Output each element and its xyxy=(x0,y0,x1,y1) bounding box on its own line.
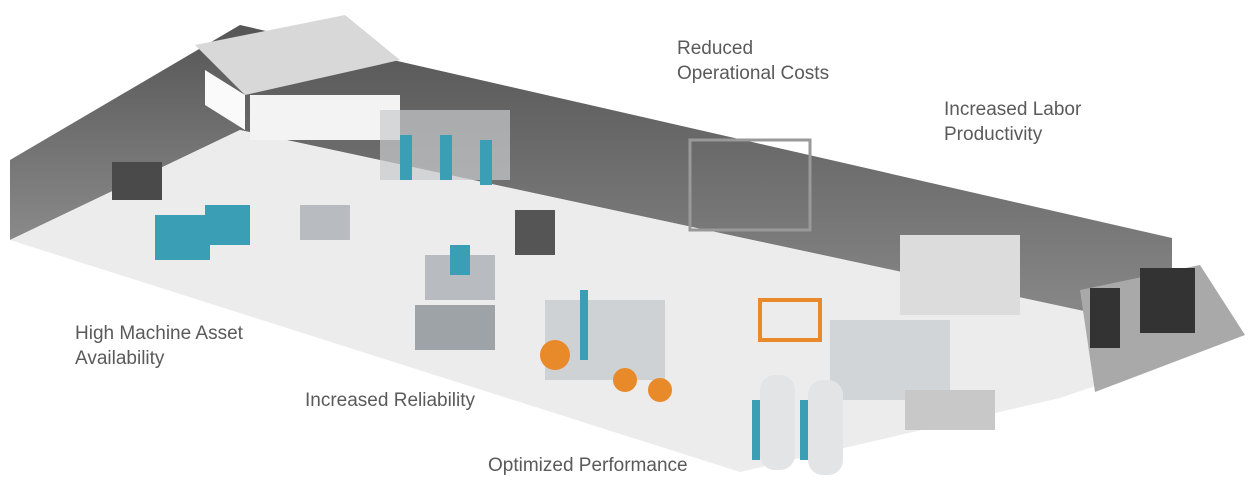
sensata-sign xyxy=(112,162,162,200)
label-line: High Machine Asset xyxy=(75,323,243,344)
label-increased-reliability: Increased Reliability xyxy=(305,390,476,411)
label-line: Operational Costs xyxy=(677,63,830,84)
label-increased-labor-productivity: Increased Labor Productivity xyxy=(944,97,1081,147)
dock-door xyxy=(1140,268,1195,333)
label-high-machine-asset-availability: High Machine Asset Availability xyxy=(75,321,243,371)
label-line: Availability xyxy=(75,348,165,369)
machines xyxy=(155,110,1020,475)
dock-door xyxy=(1090,288,1120,348)
label-line: Productivity xyxy=(944,124,1043,145)
label-optimized-performance: Optimized Performance xyxy=(488,455,688,476)
label-reduced-operational-costs: Reduced Operational Costs xyxy=(677,36,829,86)
label-line: Increased Labor xyxy=(944,99,1082,120)
office-block xyxy=(195,15,400,140)
label-line: Reduced xyxy=(677,38,754,59)
left-wall xyxy=(10,25,240,240)
